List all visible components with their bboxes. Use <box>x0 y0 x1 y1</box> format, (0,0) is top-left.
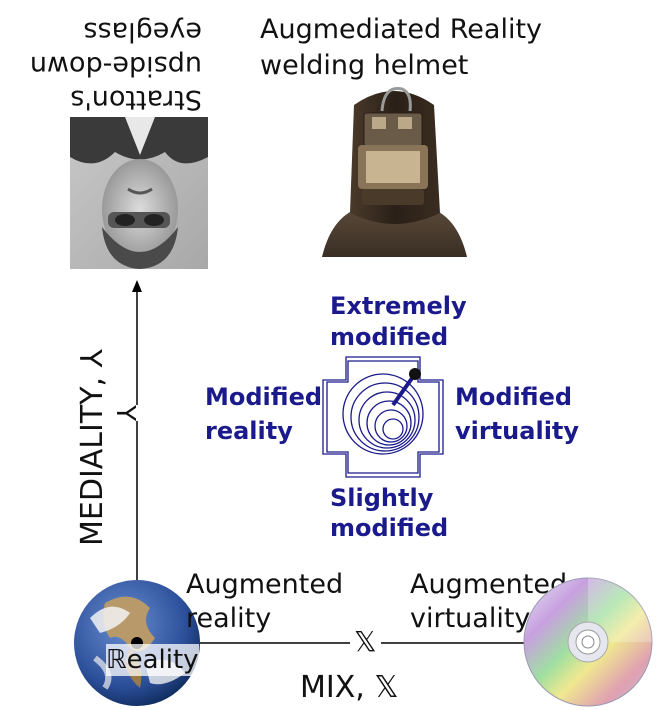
helmet-caption-line2: welding helmet <box>260 50 469 81</box>
mix-axis-label: MIX, 𝕏 <box>300 670 399 705</box>
mediality-axis-mark: ⅄ <box>112 405 143 421</box>
label-modified-virtuality-2: virtuality <box>455 417 580 445</box>
augmented-virtuality-line1: Augmented <box>410 569 568 600</box>
label-slightly-modified-2: modified <box>330 514 449 542</box>
mediality-axis-label: MEDIALITY, ⅄ <box>75 349 110 546</box>
cd-disc-image <box>523 577 653 707</box>
label-slightly-modified-1: Slightly <box>330 484 434 512</box>
label-extremely-modified-1: Extremely <box>330 292 467 320</box>
stratton-upside-down-photo <box>70 117 208 269</box>
reality-label: ℝeality <box>106 644 199 676</box>
label-modified-reality-1: Modified <box>205 383 323 411</box>
label-modified-reality-2: reality <box>205 417 293 445</box>
mix-axis-mark: 𝕏 <box>350 626 381 658</box>
mediality-spiral-icon <box>322 356 444 478</box>
augmented-reality-line1: Augmented <box>186 569 344 600</box>
label-extremely-modified-2: modified <box>330 323 449 351</box>
label-modified-virtuality-1: Modified <box>455 383 573 411</box>
augmented-reality-line2: reality <box>186 603 272 634</box>
augmented-virtuality-line2: virtuality <box>410 603 531 634</box>
welding-helmet-photo <box>322 86 467 257</box>
helmet-caption-line1: Augmediated Reality <box>260 14 543 45</box>
